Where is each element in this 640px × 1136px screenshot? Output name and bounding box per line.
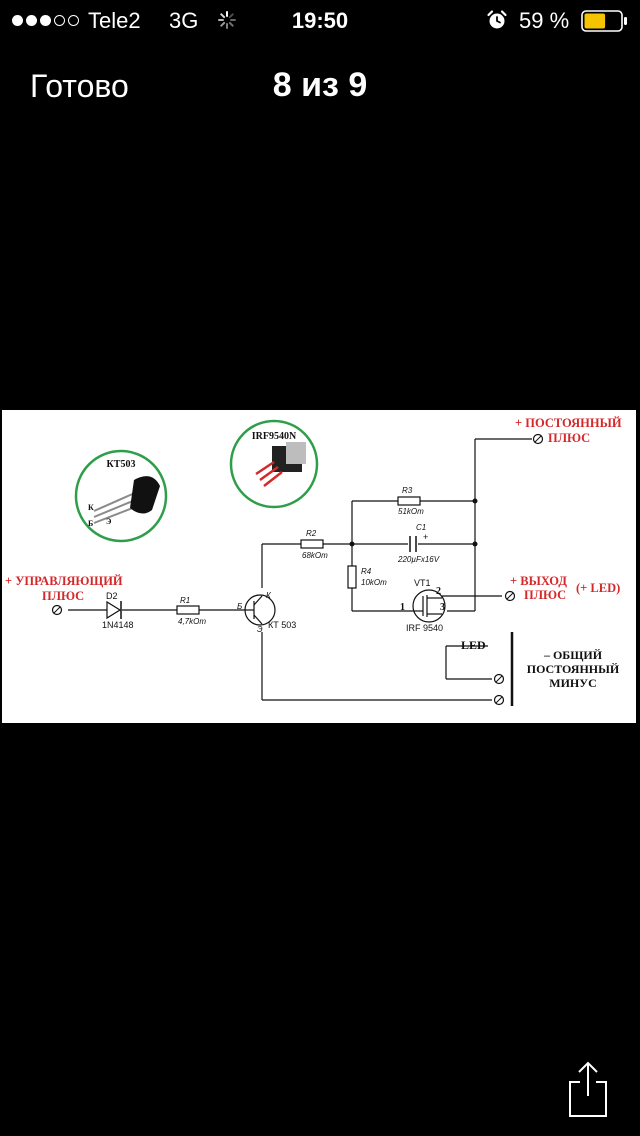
signal-strength-icon [12, 15, 79, 26]
status-bar: Tele2 3G 19:50 59 % [0, 0, 640, 40]
battery-icon [581, 10, 627, 32]
activity-spinner-icon [217, 10, 237, 36]
r2-label: R2 [306, 529, 317, 538]
control-plus-label-2: ПЛЮС [42, 589, 84, 603]
out-plus-label-2: ПЛЮС [524, 588, 566, 602]
battery-percent: 59 % [519, 8, 570, 33]
signal-dot [68, 15, 79, 26]
d2-label: D2 [106, 591, 118, 601]
out-led-label: (+ LED) [576, 581, 620, 595]
plus-const-label-2: ПЛЮС [548, 431, 590, 445]
r1-value: 4,7kOm [178, 617, 206, 626]
q-base-label: Б [237, 602, 242, 611]
common-minus-label-2: ПОСТОЯННЫЙ [527, 662, 620, 676]
done-button[interactable]: Готово [30, 68, 129, 104]
q-collector-label: К [266, 591, 272, 600]
q-value: КТ 503 [268, 620, 296, 630]
r3-value: 51kOm [398, 507, 424, 516]
c1-plus: + [423, 532, 428, 542]
vt1-value: IRF 9540 [406, 623, 443, 633]
r1-label: R1 [180, 596, 190, 605]
page-title: 8 из 9 [272, 66, 368, 104]
vt1-pin3: 3 [440, 602, 445, 613]
q-emitter-label: Э [257, 625, 263, 634]
out-plus-label-1: + ВЫХОД [510, 574, 567, 588]
kt503-pin-b: Б [88, 519, 93, 528]
minus-led-label: – LED [451, 638, 486, 652]
c1-value: 220µFx16V [397, 555, 440, 564]
kt503-title: КТ503 [107, 459, 136, 470]
status-time: 19:50 [291, 8, 349, 33]
signal-dot [54, 15, 65, 26]
common-minus-label-1: – ОБЩИЙ [543, 648, 603, 662]
network-type: 3G [169, 8, 199, 33]
share-button[interactable] [566, 1060, 610, 1118]
mosfet-title: IRF9540N [252, 431, 297, 442]
control-plus-label-1: + УПРАВЛЯЮЩИЙ [5, 574, 123, 588]
photo-image[interactable]: КТ503 К Б Э IRF9540N [2, 410, 636, 723]
kt503-pin-e: Э [106, 517, 112, 526]
signal-dot [26, 15, 37, 26]
vt1-pin1: 1 [400, 602, 405, 613]
navigation-bar: Готово 8 из 9 [0, 58, 640, 114]
plus-const-label-1: + ПОСТОЯННЫЙ [515, 416, 622, 430]
r3-label: R3 [402, 486, 413, 495]
vt1-pin2: 2 [436, 586, 441, 597]
carrier-name: Tele2 [88, 8, 141, 33]
circuit-schematic: КТ503 К Б Э IRF9540N [5, 416, 622, 706]
irf9540n-mosfet-inset: IRF9540N [229, 419, 319, 509]
alarm-clock-icon [486, 9, 508, 37]
signal-dot [40, 15, 51, 26]
signal-dot [12, 15, 23, 26]
c1-label: C1 [416, 523, 426, 532]
kt503-transistor-inset: КТ503 К Б Э [74, 449, 168, 543]
r2-value: 68kOm [302, 551, 328, 560]
r4-label: R4 [361, 567, 372, 576]
vt1-label: VT1 [414, 578, 431, 588]
share-icon [569, 1061, 607, 1117]
r4-value: 10kOm [361, 578, 387, 587]
kt503-pin-k: К [88, 503, 94, 512]
d2-value: 1N4148 [102, 620, 134, 630]
common-minus-label-3: МИНУС [549, 676, 596, 690]
